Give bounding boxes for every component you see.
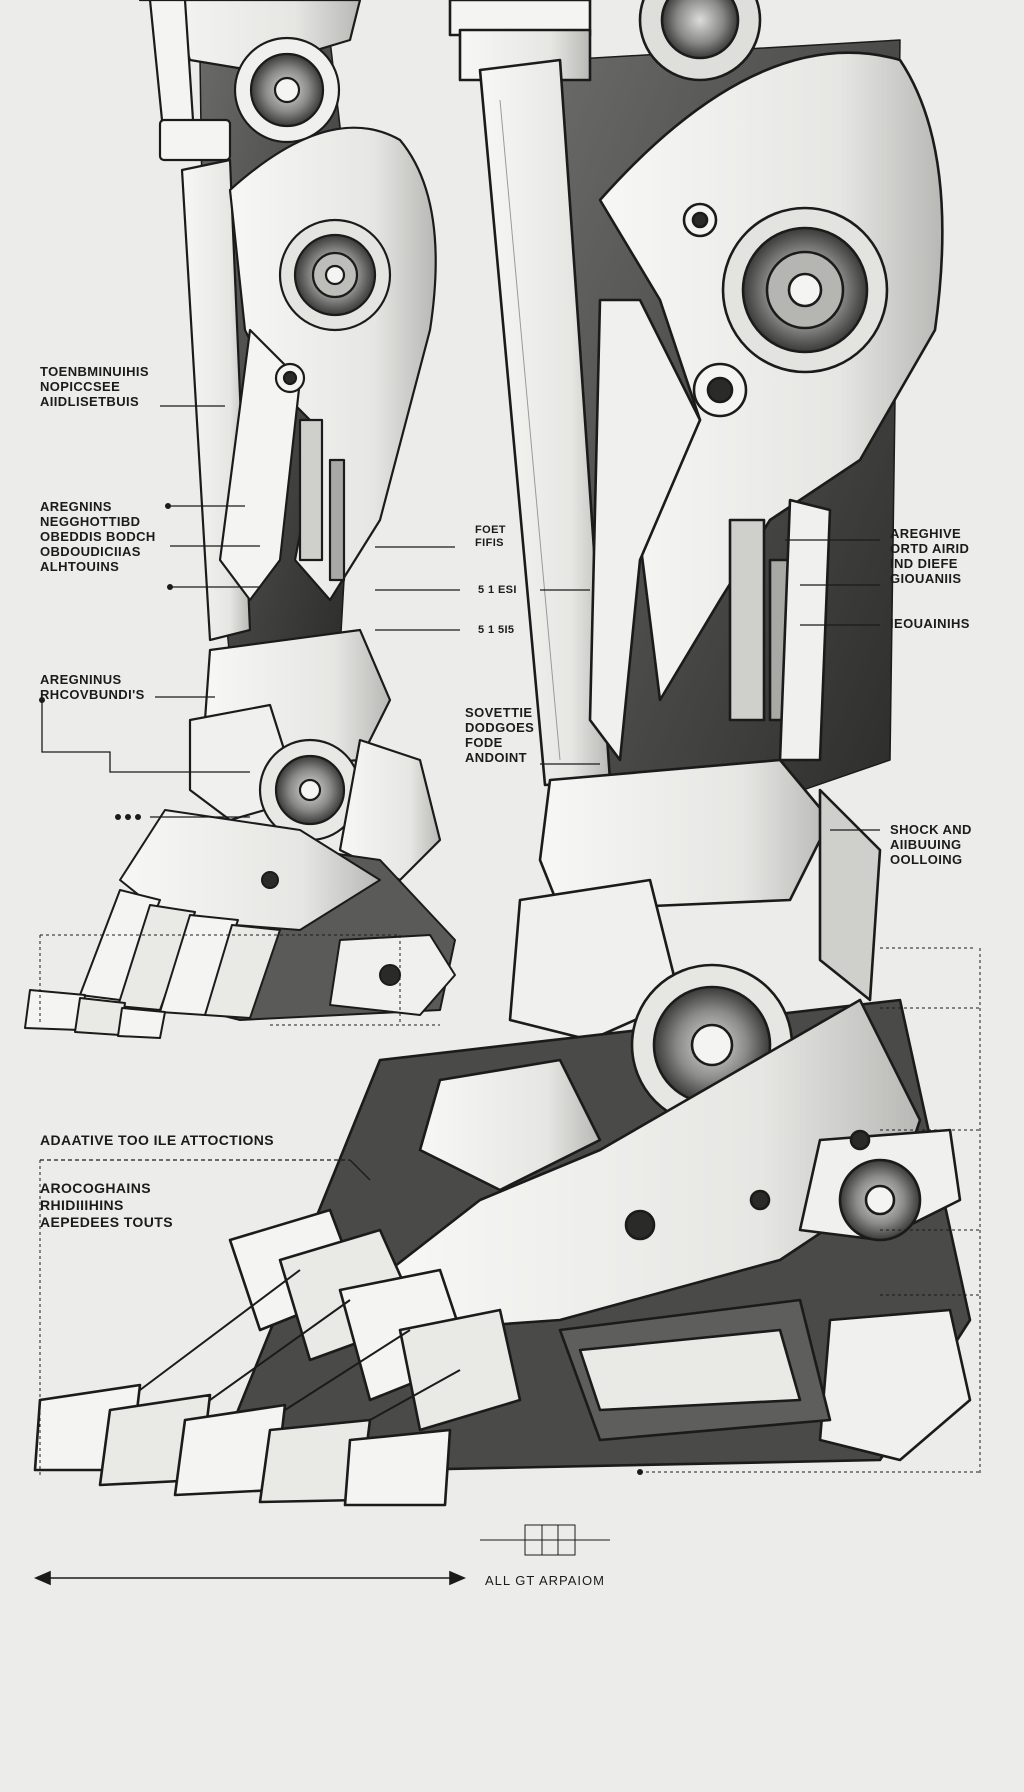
- label-line: NEGGHOTTIBD: [40, 514, 141, 529]
- label-line: DODGOES: [465, 720, 535, 735]
- label-line: IEOUAINIHS: [890, 616, 970, 631]
- label-line: ANDOINT: [465, 750, 528, 765]
- label-line: TOENBMINUIHIS: [40, 364, 149, 379]
- label-line: ALL GT ARPAIOM: [485, 1573, 605, 1588]
- label-line: FODE: [465, 735, 503, 750]
- leader-lines: [40, 405, 880, 1181]
- label-right-a: AREGHIVE ORTD AIRID IND DIEFE GIOUANIIS: [890, 526, 969, 586]
- joint-gear-icon: [258, 738, 362, 842]
- label-line: AREGHIVE: [890, 526, 962, 541]
- label-mid-left: AREGNINS NEGGHOTTIBD OBEDDIS BODCH OBDOU…: [40, 499, 156, 574]
- label-line: FOET: [475, 524, 506, 536]
- label-line: OBEDDIS BODCH: [40, 529, 156, 544]
- label-foot-left: AREGNINUS RHCOVBUNDI'S: [40, 672, 145, 702]
- label-line: ALHTOUINS: [40, 559, 120, 574]
- label-line: ADAATIVE TOO ILE ATTOCTIONS: [40, 1132, 275, 1148]
- label-line: AROCOGHAINS: [40, 1180, 151, 1196]
- label-bottom-left-title: ADAATIVE TOO ILE ATTOCTIONS: [40, 1133, 274, 1148]
- label-line: AREGNINS: [40, 499, 112, 514]
- joint-gear-icon: [278, 218, 392, 332]
- label-line: NOPICCSEE: [40, 379, 121, 394]
- label-bottom-left-sub: AROCOGHAINS RHIDIIIHINS AEPEDEES TOUTS: [40, 1180, 173, 1231]
- label-line: AIIDLISETBUIS: [40, 394, 140, 409]
- label-right-b: IEOUAINIHS: [890, 616, 970, 631]
- scale-label: ALL GT ARPAIOM: [485, 1573, 605, 1588]
- label-right-shock: SHOCK AND AIIBUUING OOLLOING: [890, 822, 972, 867]
- label-tiny-a: 5 1 ESI: [478, 584, 517, 597]
- label-line: RHCOVBUNDI'S: [40, 687, 145, 702]
- label-foot-center-b: SOVETTIE DODGOES FODE ANDOINT: [465, 705, 534, 765]
- label-line: 5 1 5I5: [478, 624, 515, 636]
- label-foot-center-a: FOET FIFIS: [475, 524, 506, 550]
- dimension-lines: [39, 934, 981, 1475]
- joint-gear-icon: [233, 36, 341, 144]
- label-line: OOLLOING: [890, 852, 963, 867]
- label-line: SHOCK AND: [890, 822, 972, 837]
- label-line: GIOUANIIS: [890, 571, 962, 586]
- label-line: 5 1 ESI: [478, 584, 517, 596]
- label-line: IND DIEFE: [890, 556, 958, 571]
- label-line: FIFIS: [475, 537, 504, 549]
- label-line: OBDOUDICIIAS: [40, 544, 141, 559]
- label-line: ORTD AIRID: [890, 541, 970, 556]
- label-upper-left: TOENBMINUIHIS NOPICCSEE AIIDLISETBUIS: [40, 364, 149, 409]
- robot-leg-right: [448, 0, 944, 1042]
- robot-leg-left: [138, 0, 442, 882]
- label-line: AREGNINUS: [40, 672, 122, 687]
- label-line: AIIBUUING: [890, 837, 962, 852]
- label-line: RHIDIIIHINS: [40, 1197, 124, 1213]
- robot-foot-left: [24, 809, 456, 1039]
- dimension-arrow-icon: [33, 1570, 467, 1586]
- label-line: AEPEDEES TOUTS: [40, 1214, 173, 1230]
- joint-gear-icon: [721, 206, 889, 374]
- scale-grid-icon: [480, 1524, 610, 1556]
- label-tiny-b: 5 1 5I5: [478, 624, 514, 637]
- robot-foot-right: [33, 963, 972, 1507]
- leader-dots: [39, 503, 643, 1475]
- label-line: SOVETTIE: [465, 705, 533, 720]
